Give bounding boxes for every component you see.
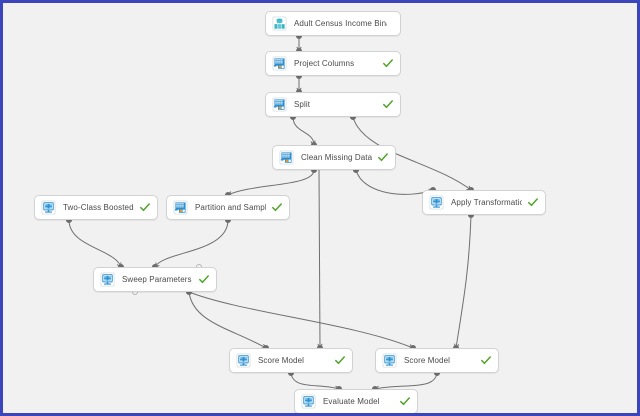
connection-edge[interactable]	[188, 291, 267, 349]
node-status-badge	[383, 59, 393, 68]
model-icon	[429, 195, 444, 210]
node-two-class-boosted-decision-tree[interactable]: Two-Class Boosted Decision T...	[34, 195, 158, 220]
node-label: Score Model	[258, 356, 305, 365]
status-check-icon	[383, 59, 393, 68]
model-icon	[41, 200, 56, 215]
node-split[interactable]: Split	[265, 92, 401, 117]
status-check-icon	[528, 198, 538, 207]
node-label: Split	[294, 100, 311, 109]
node-label: Score Model	[404, 356, 451, 365]
node-status-badge	[378, 153, 388, 162]
model-icon	[100, 272, 115, 287]
node-status-badge	[481, 356, 491, 365]
status-check-icon	[140, 203, 150, 212]
node-clean-missing-data[interactable]: Clean Missing Data	[272, 145, 396, 170]
node-sweep-parameters[interactable]: Sweep Parameters	[93, 267, 217, 292]
status-check-icon	[400, 397, 410, 406]
node-score-model-right[interactable]: Score Model	[375, 348, 499, 373]
node-label: Two-Class Boosted Decision T...	[63, 203, 134, 212]
node-status-badge	[272, 203, 282, 212]
connection-edge[interactable]	[374, 372, 438, 390]
status-check-icon	[272, 203, 282, 212]
node-label: Clean Missing Data	[301, 153, 372, 162]
status-check-icon	[378, 153, 388, 162]
node-project-columns[interactable]: Project Columns	[265, 51, 401, 76]
table-transform-icon	[272, 56, 287, 71]
node-status-badge	[383, 100, 393, 109]
model-icon	[236, 353, 251, 368]
node-label: Partition and Sample	[195, 203, 266, 212]
connection-edge[interactable]	[188, 291, 414, 349]
table-transform-icon	[279, 150, 294, 165]
node-status-badge	[528, 198, 538, 207]
node-dataset[interactable]: Adult Census Income Binary C...	[265, 11, 401, 36]
connection-edge[interactable]	[290, 372, 340, 390]
node-label: Adult Census Income Binary C...	[294, 19, 387, 28]
connection-edge[interactable]	[355, 169, 434, 195]
node-status-badge	[199, 275, 209, 284]
table-transform-icon	[272, 97, 287, 112]
model-icon	[301, 394, 316, 409]
node-status-badge	[140, 203, 150, 212]
node-label: Evaluate Model	[323, 397, 380, 406]
status-check-icon	[335, 356, 345, 365]
connection-edge[interactable]	[154, 219, 229, 268]
experiment-canvas[interactable]: Adult Census Income Binary C... Project C…	[3, 3, 637, 413]
status-check-icon	[383, 100, 393, 109]
connection-edge[interactable]	[292, 116, 315, 146]
node-label: Sweep Parameters	[122, 275, 192, 284]
node-label: Apply Transformation	[451, 198, 522, 207]
status-check-icon	[199, 275, 209, 284]
node-score-model-left[interactable]: Score Model	[229, 348, 353, 373]
connection-edge[interactable]	[455, 214, 472, 349]
model-icon	[382, 353, 397, 368]
node-status-badge	[400, 397, 410, 406]
table-transform-icon	[173, 200, 188, 215]
connection-edge[interactable]	[227, 169, 315, 196]
node-apply-transformation[interactable]: Apply Transformation	[422, 190, 546, 215]
dataset-icon	[272, 16, 287, 31]
status-check-icon	[481, 356, 491, 365]
node-status-badge	[335, 356, 345, 365]
node-label: Project Columns	[294, 59, 355, 68]
node-evaluate-model[interactable]: Evaluate Model	[294, 389, 418, 413]
node-partition-and-sample[interactable]: Partition and Sample	[166, 195, 290, 220]
connection-edge[interactable]	[318, 169, 321, 349]
connection-edge[interactable]	[68, 219, 122, 268]
